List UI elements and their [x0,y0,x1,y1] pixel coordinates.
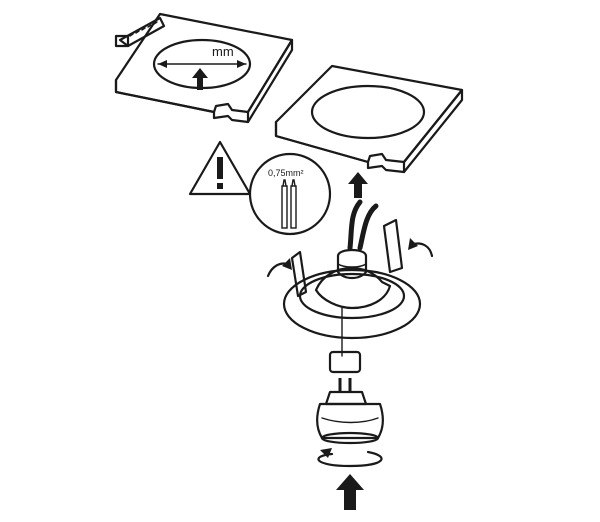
spring-clip-left [290,250,308,298]
dimension-label: mm [212,44,234,59]
rotate-arrow-icon [317,448,383,468]
mounting-plate-right [274,64,464,174]
plate-hole [310,84,426,140]
lamp-socket [328,307,362,374]
bulb-icon [316,378,384,445]
wire-gauge-callout: 0,75mm² [248,152,332,236]
rotate-arrow-icon [266,258,292,278]
spring-clip-right [382,218,404,274]
cable-icon [347,199,379,251]
up-arrow-icon [192,68,208,90]
up-arrow-icon [336,474,364,510]
fixture-ring [282,248,422,340]
warning-triangle-icon [188,140,252,196]
saw-icon [114,16,166,48]
rotate-arrow-icon [408,238,434,258]
wire-gauge-label: 0,75mm² [268,168,304,178]
up-arrow-icon [348,172,368,198]
cutout-template-left: mm [114,12,294,124]
